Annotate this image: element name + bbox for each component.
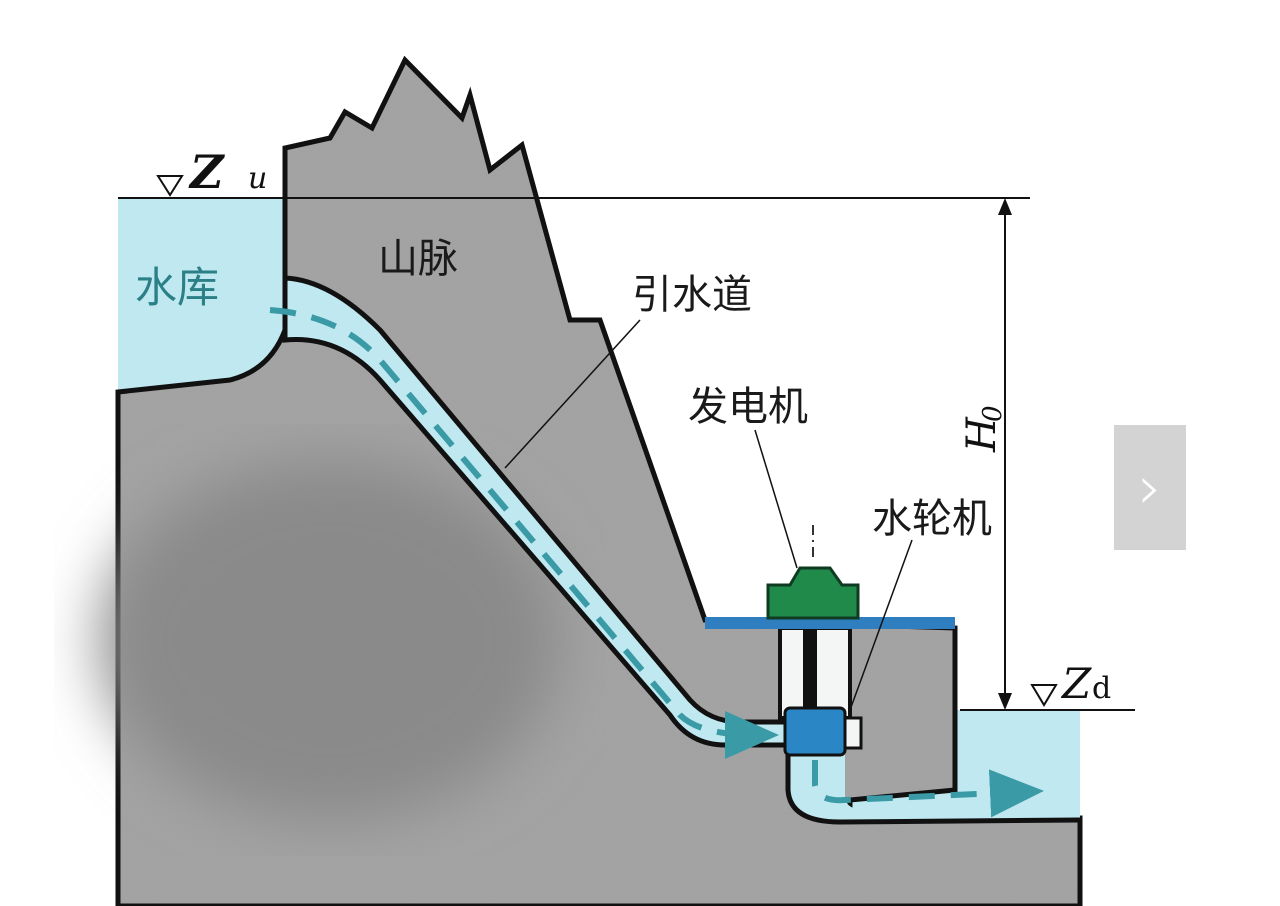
powerhouse-roof <box>705 617 955 629</box>
blurred-region <box>100 460 560 820</box>
generator <box>766 566 860 620</box>
penstock-label: 引水道 <box>632 272 752 318</box>
turbine <box>783 706 847 757</box>
flow-arrow-tailrace <box>812 760 1044 818</box>
shaft <box>803 610 817 715</box>
mountain-label: 山脉 <box>378 236 458 282</box>
next-image-button[interactable]: › <box>1114 425 1186 550</box>
upstream-level-sub: u <box>248 161 267 196</box>
upstream-level-symbol: Z <box>188 145 225 199</box>
head-sub: 0 <box>978 405 1008 422</box>
reservoir-label: 水库 <box>135 263 219 312</box>
downstream-level-marker <box>1030 684 1058 707</box>
chevron-right-icon: › <box>1138 452 1162 523</box>
downstream-level-symbol: Z <box>1060 659 1092 708</box>
reservoir-water <box>118 198 285 392</box>
flow-arrow-penstock <box>269 307 779 759</box>
downstream-level-sub: d <box>1092 671 1111 706</box>
draft-tube <box>788 750 1080 822</box>
generator-label: 发电机 <box>688 384 808 430</box>
turbine-label: 水轮机 <box>872 496 992 542</box>
head-symbol: H <box>959 416 1005 453</box>
upstream-level-marker <box>156 175 184 197</box>
